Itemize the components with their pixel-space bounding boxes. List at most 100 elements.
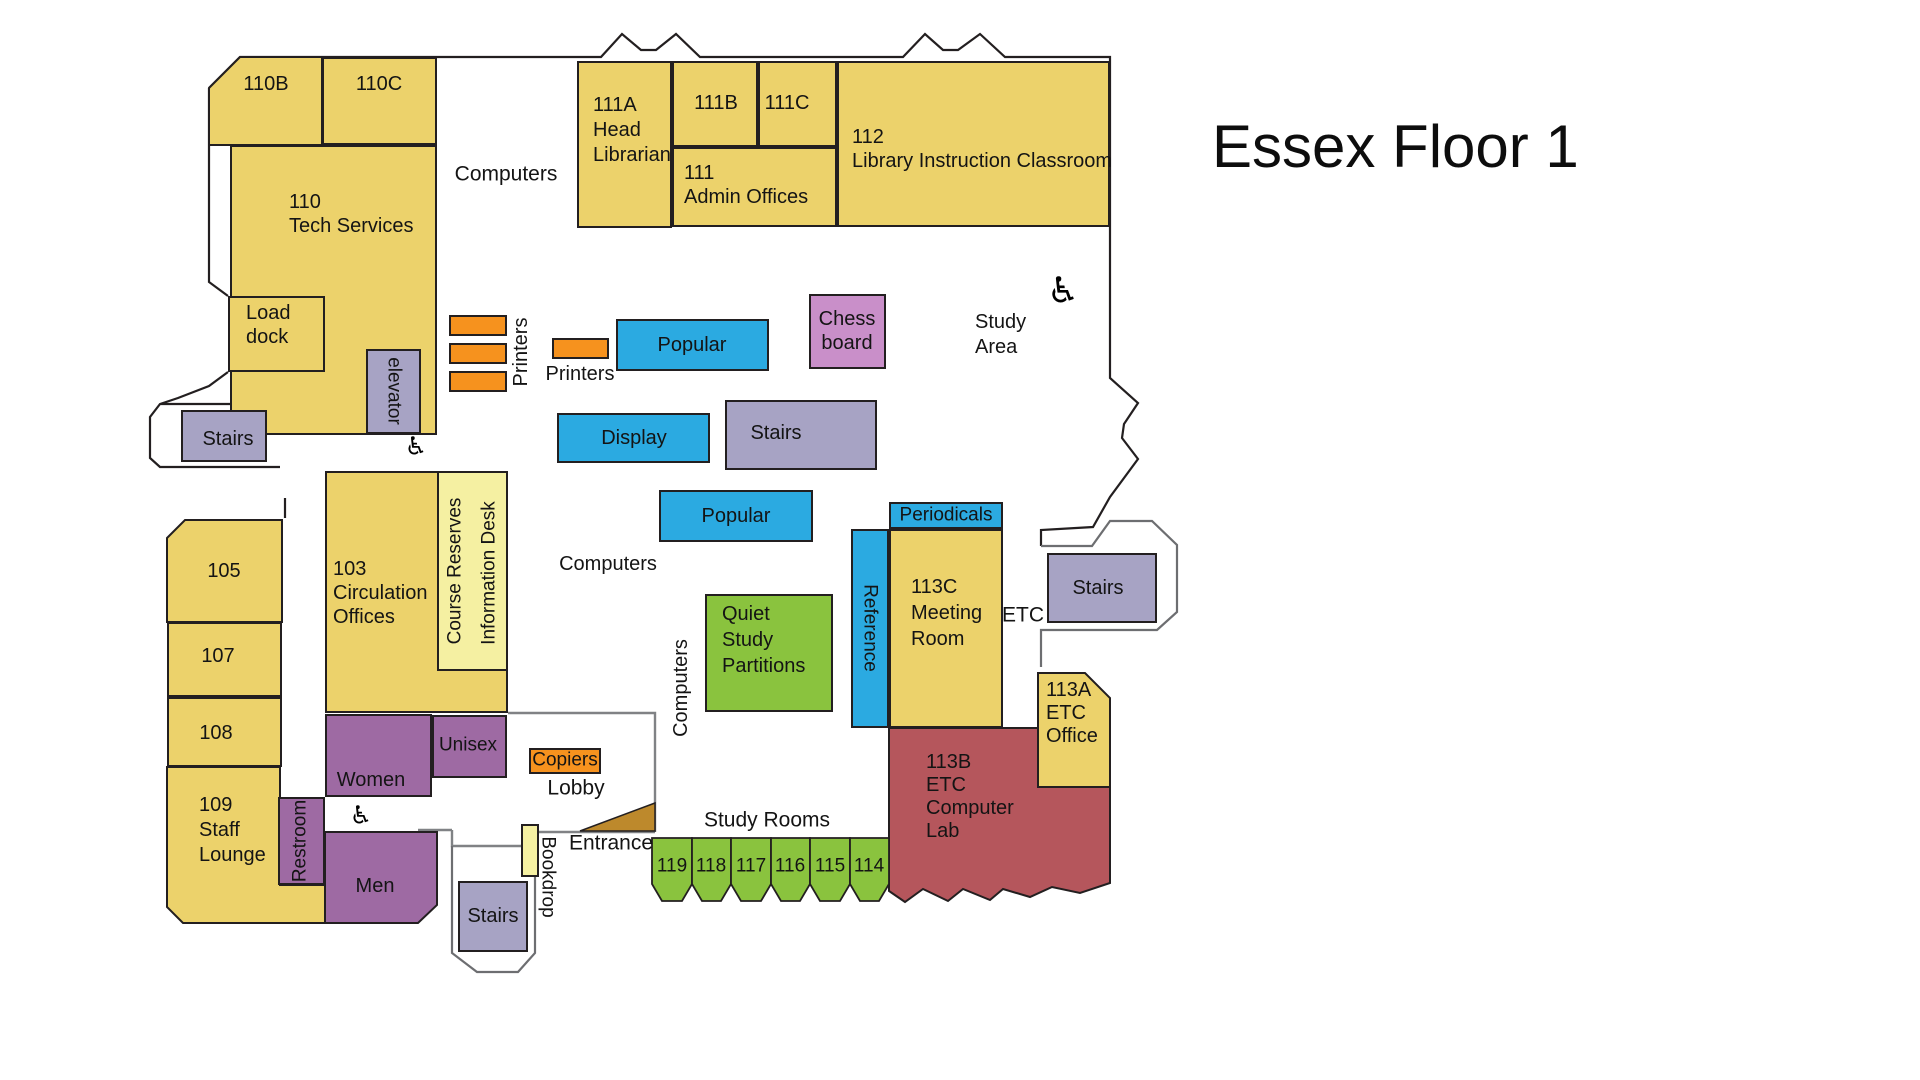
study-rooms-label: Study Rooms	[703, 808, 831, 832]
stairs-right-enclosure	[1039, 519, 1179, 667]
room-107-label: 107	[201, 645, 235, 667]
page-title: Essex Floor 1	[1212, 113, 1579, 180]
study-room-119-label: 119	[656, 855, 688, 877]
room-men-shape	[324, 831, 438, 924]
room-111b	[672, 61, 758, 147]
quiet-study-label: Quiet Study Partitions	[722, 603, 806, 677]
room-111a	[577, 61, 672, 228]
room-113c-label: 113C Meeting Room	[911, 576, 983, 650]
room-111-label: 111 Admin Offices	[684, 162, 809, 208]
chess-board	[809, 294, 886, 369]
study-room-117-label: 117	[735, 855, 767, 877]
room-110c-label: 110C	[355, 73, 403, 95]
stairs-left	[181, 410, 267, 462]
reference-label: Reference	[859, 584, 881, 672]
printer-2	[449, 343, 507, 364]
reference-shelf	[851, 529, 889, 728]
room-113b-label: 113B ETC Computer Lab	[926, 751, 1014, 842]
room-103-label: 103 Circulation Offices	[333, 558, 428, 628]
periodicals-shelf	[889, 502, 1003, 529]
room-restroom	[278, 797, 325, 885]
stairs-bottom-label: Stairs	[467, 905, 519, 927]
copiers	[529, 748, 601, 774]
study-room-118-label: 118	[695, 855, 727, 877]
wheelchair-icon-elevator: ♿	[404, 431, 428, 461]
display-shelf	[557, 413, 710, 463]
men-label: Men	[355, 875, 395, 897]
room-113c-meeting	[889, 529, 1003, 728]
room-105-shape	[166, 519, 283, 623]
etc-label: ETC	[1002, 603, 1044, 627]
stairs-right	[1047, 553, 1157, 623]
room-107	[167, 622, 282, 697]
room-105-label: 105	[207, 560, 241, 582]
women-label: Women	[336, 769, 406, 791]
study-room-115-label: 115	[814, 855, 846, 877]
room-load-dock	[228, 296, 325, 372]
stairs-bottom	[458, 881, 528, 952]
bookdrop-label: Bookdrop	[537, 836, 559, 918]
room-110c	[322, 57, 437, 145]
stairs-mid-label: Stairs	[750, 422, 802, 444]
room-unisex	[432, 715, 507, 778]
room-111c-label: 111C	[764, 92, 810, 114]
lobby-label: Lobby	[547, 776, 605, 800]
printers-horizontal-label: Printers	[545, 363, 615, 385]
room-111a-label: 111A Head Librarian	[593, 94, 671, 166]
room-women	[325, 714, 432, 797]
room-108	[167, 697, 282, 767]
entrance-ramp	[579, 801, 656, 832]
wheelchair-icon-restroom: ♿	[349, 800, 373, 830]
outer-wall-left	[148, 88, 287, 518]
room-111c	[758, 61, 837, 147]
printer-4	[552, 338, 609, 359]
popular1-label: Popular	[657, 334, 727, 356]
load-dock-label: Load dock	[246, 302, 291, 348]
room-108-label: 108	[199, 722, 233, 744]
room-112-classroom	[837, 61, 1110, 227]
stairs-mid	[725, 400, 877, 470]
room-110-label: 110 Tech Services	[289, 191, 414, 237]
course-reserves-label: Course Reserves	[444, 497, 466, 645]
printer-3	[449, 371, 507, 392]
room-113a-shape	[1037, 672, 1111, 788]
stairs-bottom-enclosure	[450, 846, 537, 974]
wheelchair-icon-study-area: ♿	[1046, 270, 1080, 312]
restroom-label: Restroom	[289, 799, 311, 883]
computers-mid-label: Computers	[559, 553, 657, 575]
room-109-label: 109 Staff Lounge	[199, 794, 266, 866]
room-111b-label: 111B	[694, 92, 738, 114]
elevator	[366, 349, 421, 434]
display-label: Display	[601, 427, 667, 449]
copiers-label: Copiers	[532, 749, 598, 771]
outer-wall-top-right	[208, 32, 1140, 546]
chess-label: Chess board	[818, 308, 876, 354]
study-room-114-label: 114	[853, 855, 885, 877]
printers-vertical-label: Printers	[510, 317, 532, 387]
quiet-study-partitions	[705, 594, 833, 712]
study-room-114-shape	[849, 837, 890, 902]
study-area-label: Study Area	[975, 311, 1027, 358]
lobby-walls	[418, 711, 657, 848]
stairs-left-label: Stairs	[202, 428, 254, 450]
study-room-116-label: 116	[774, 855, 806, 877]
entrance-label: Entrance	[568, 831, 654, 855]
popular-shelf-1	[616, 319, 769, 371]
unisex-label: Unisex	[438, 734, 498, 756]
popular-shelf-2	[659, 490, 813, 542]
bookdrop	[521, 824, 539, 877]
popular2-label: Popular	[701, 505, 771, 527]
room-110b-shape	[208, 56, 323, 146]
room-111-admin	[672, 147, 837, 227]
information-desk-label: Information Desk	[478, 501, 500, 645]
computers-vertical-label: Computers	[670, 639, 692, 737]
course-reserves-strip	[437, 471, 508, 671]
room-113a-label: 113A ETC Office	[1046, 679, 1098, 747]
stairs-right-label: Stairs	[1072, 577, 1124, 599]
room-110b-label: 110B	[243, 73, 289, 95]
room-112-label: 112 Library Instruction Classroom	[852, 126, 1113, 172]
periodicals-label: Periodicals	[899, 504, 993, 526]
computers-top-label: Computers	[454, 162, 558, 186]
